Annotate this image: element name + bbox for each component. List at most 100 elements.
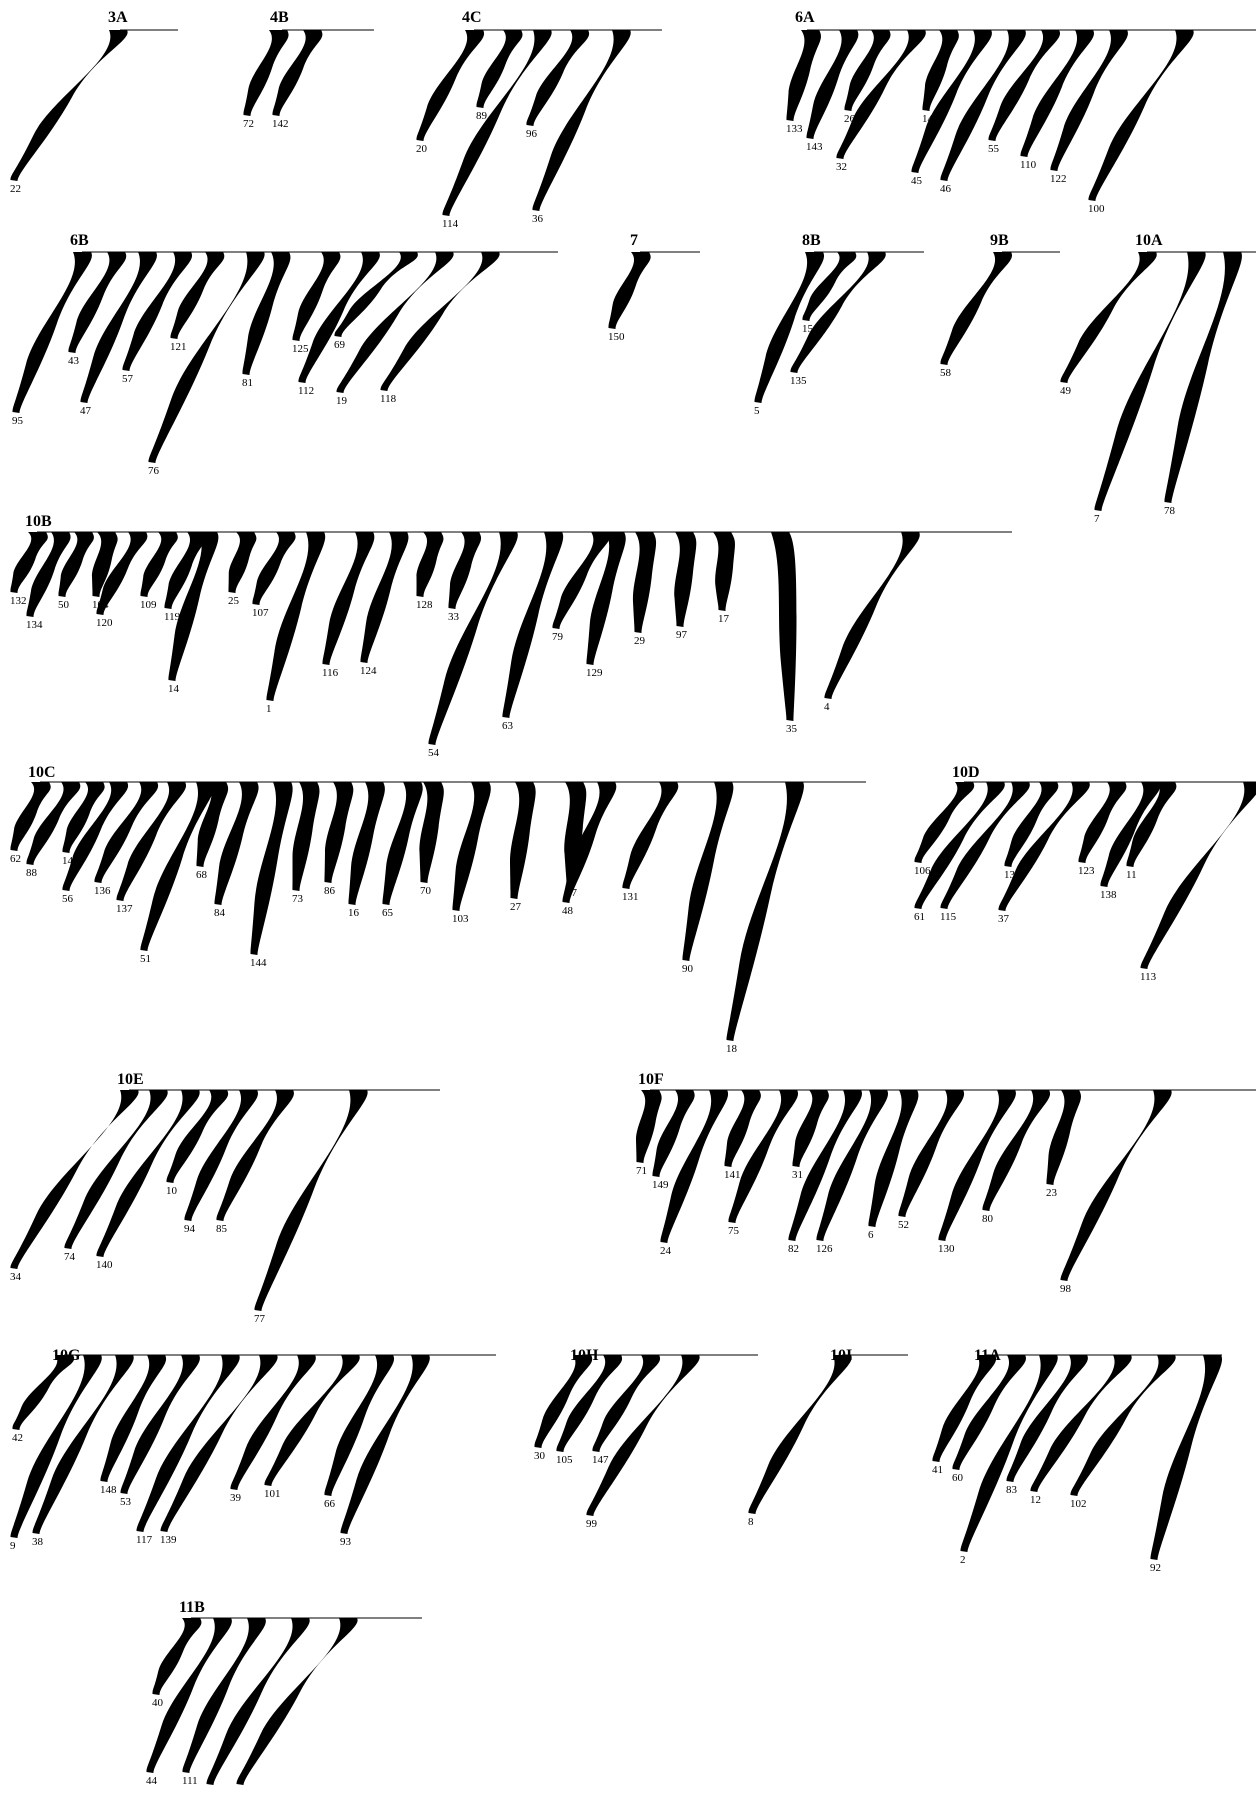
stroke-102	[1071, 1355, 1176, 1496]
stroke-group-10i: 10I8	[748, 1347, 908, 1528]
stroke-label-29: 29	[634, 635, 646, 647]
stroke-label-57: 57	[122, 373, 134, 385]
stroke-label-117: 117	[136, 1534, 153, 1546]
stroke-80	[983, 1090, 1051, 1211]
stroke-label-148: 148	[100, 1484, 117, 1496]
stroke-label-135: 135	[790, 375, 807, 387]
stroke-label-112: 112	[298, 385, 314, 397]
stroke-label-93: 93	[340, 1536, 352, 1548]
stroke-label-128: 128	[416, 599, 433, 611]
stroke-8	[749, 1355, 852, 1514]
stroke-22	[11, 30, 128, 181]
stroke-label-47: 47	[80, 405, 92, 417]
stroke-label-86: 86	[324, 885, 336, 897]
stroke-137	[117, 782, 187, 901]
stroke-group-10h: 10H3010514799	[534, 1347, 758, 1530]
stroke-label-111: 111	[182, 1775, 198, 1787]
stroke-label-7: 7	[1094, 513, 1100, 525]
stroke-23	[1047, 1090, 1081, 1185]
stroke-label-66: 66	[324, 1498, 336, 1510]
stroke-49	[1061, 252, 1157, 383]
stroke-label-141: 141	[724, 1169, 741, 1181]
group-title: 10E	[117, 1071, 144, 1088]
stroke-105	[557, 1355, 623, 1452]
stroke-27	[510, 782, 536, 899]
stroke-label-40: 40	[152, 1697, 164, 1709]
stroke-107	[253, 532, 296, 605]
stroke-label-88: 88	[26, 867, 38, 879]
group-title: 6B	[70, 232, 89, 249]
stroke-label-55: 55	[988, 143, 1000, 155]
stroke-label-136: 136	[94, 885, 111, 897]
stroke-29	[633, 532, 656, 633]
group-title: 9B	[990, 232, 1009, 249]
stroke-label-122: 122	[1050, 173, 1067, 185]
stroke-label-8: 8	[748, 1516, 754, 1528]
stroke-label-39: 39	[230, 1492, 242, 1504]
stroke-75	[729, 1090, 799, 1223]
stroke-label-137: 137	[116, 903, 133, 915]
stroke-group-11b: 11B40441111567	[146, 1599, 422, 1788]
stroke-label-139: 139	[160, 1534, 177, 1546]
stroke-98	[1061, 1090, 1172, 1281]
stroke-label-126: 126	[816, 1243, 833, 1255]
stroke-label-94: 94	[184, 1223, 196, 1235]
stroke-33	[449, 532, 482, 609]
stroke-55	[989, 30, 1061, 141]
stroke-label-4: 4	[824, 701, 830, 713]
stroke-label-10: 10	[166, 1185, 178, 1197]
stroke-73	[292, 782, 319, 891]
stroke-label-85: 85	[216, 1223, 228, 1235]
stroke-7	[1095, 252, 1206, 511]
stroke-101	[265, 1355, 360, 1486]
group-title: 6A	[795, 9, 815, 26]
stroke-label-121: 121	[170, 341, 187, 353]
stroke-85	[217, 1090, 294, 1221]
stroke-label-63: 63	[502, 720, 514, 732]
stroke-label-51: 51	[140, 953, 151, 965]
stroke-label-35: 35	[786, 723, 798, 735]
stroke-label-89: 89	[476, 110, 488, 122]
stroke-label-24: 24	[660, 1245, 672, 1257]
stroke-group-10g: 10G4293814853117139391016693	[10, 1347, 496, 1552]
stroke-label-18: 18	[726, 1043, 738, 1055]
group-title: 10F	[638, 1071, 664, 1088]
group-title: 7	[630, 232, 638, 249]
stroke-label-50: 50	[58, 599, 70, 611]
stroke-label-140: 140	[96, 1259, 113, 1271]
stroke-label-42: 42	[12, 1432, 23, 1444]
stroke-label-31: 31	[792, 1169, 803, 1181]
stroke-label-43: 43	[68, 355, 80, 367]
stroke-label-96: 96	[526, 128, 538, 140]
stroke-90	[683, 782, 734, 961]
stroke-label-75: 75	[728, 1225, 740, 1237]
stroke-group-11a: 11A41602831210292	[932, 1347, 1222, 1574]
stroke-label-125: 125	[292, 343, 309, 355]
group-title: 10C	[28, 764, 56, 781]
stroke-label-144: 144	[250, 957, 267, 969]
group-title: 10D	[952, 764, 980, 781]
stroke-label-103: 103	[452, 913, 469, 925]
stroke-label-34: 34	[10, 1271, 22, 1283]
stroke-label-150: 150	[608, 331, 625, 343]
stroke-label-110: 110	[1020, 159, 1037, 171]
stroke-label-36: 36	[532, 213, 544, 225]
stroke-label-17: 17	[718, 613, 730, 625]
stroke-label-80: 80	[982, 1213, 994, 1225]
stroke-label-20: 20	[416, 143, 428, 155]
stroke-34	[11, 1090, 139, 1269]
stroke-label-98: 98	[1060, 1283, 1072, 1295]
stroke-label-16: 16	[348, 907, 360, 919]
stroke-92	[1151, 1355, 1223, 1560]
stroke-36	[533, 30, 631, 211]
stroke-label-99: 99	[586, 1518, 598, 1530]
stroke-112	[299, 252, 380, 383]
stroke-label-102: 102	[1070, 1498, 1087, 1510]
